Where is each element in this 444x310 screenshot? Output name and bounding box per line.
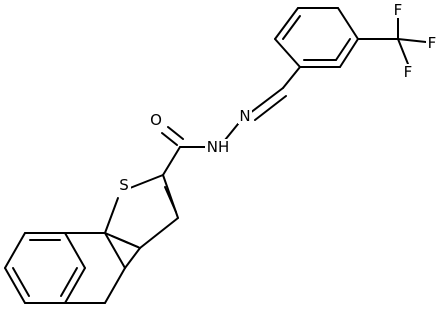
bond-ringB-3 bbox=[104, 267, 126, 304]
bond-layer bbox=[4, 7, 427, 304]
bond-carbonyl-double-b bbox=[167, 126, 184, 140]
bond-n-ch-b bbox=[254, 95, 287, 121]
bond-cf3-f-right bbox=[397, 38, 427, 43]
imine-nitrogen-label: N bbox=[239, 107, 250, 125]
bond-ringA-double-2 bbox=[12, 267, 30, 297]
sulfur-atom: S bbox=[117, 176, 131, 194]
fluorine-bottom-label-bg bbox=[402, 64, 414, 80]
bond-ringA-4 bbox=[64, 267, 86, 304]
bond-ringC-5 bbox=[339, 38, 359, 68]
bond-thiophene-c9b-s bbox=[104, 197, 119, 234]
bond-thiophene-double-1 bbox=[164, 186, 177, 213]
imine-nitrogen-atom: N bbox=[238, 107, 252, 125]
bond-n-ch-a bbox=[249, 87, 284, 114]
atom-label-layer: S O NH N F F F bbox=[117, 1, 438, 194]
oxygen-label-bg bbox=[149, 112, 163, 128]
bond-ringC-1 bbox=[274, 38, 301, 68]
oxygen-label: O bbox=[150, 111, 162, 129]
fluorine-bottom-atom: F bbox=[402, 63, 414, 81]
imine-nitrogen-label-bg bbox=[238, 108, 252, 124]
bond-ringA-2 bbox=[4, 267, 26, 304]
bond-ringA-5 bbox=[64, 232, 86, 269]
amide-nh-label-bg bbox=[205, 139, 231, 155]
fluorine-right-atom: F bbox=[426, 34, 438, 52]
sulfur-label: S bbox=[119, 176, 129, 194]
fluorine-top-atom: F bbox=[392, 1, 404, 19]
bond-thiophene-s-c2 bbox=[129, 174, 164, 189]
oxygen-atom: O bbox=[149, 111, 163, 129]
bond-thiophene-double-2 bbox=[111, 235, 139, 248]
bond-thiophene-c3a-c4 bbox=[124, 247, 141, 269]
bond-c2-carbonyl bbox=[162, 146, 181, 176]
sulfur-label-bg bbox=[117, 177, 131, 193]
fluorine-bottom-label: F bbox=[404, 63, 413, 81]
fluorine-top-label: F bbox=[394, 1, 403, 19]
bond-carbonyl-double-a bbox=[161, 132, 178, 146]
fluorine-right-label-bg bbox=[426, 35, 438, 51]
bond-cf3-f-bottom bbox=[397, 38, 409, 65]
fluorine-right-label: F bbox=[428, 34, 437, 52]
amide-nh-label: NH bbox=[207, 138, 230, 156]
bond-ringA-1 bbox=[4, 232, 26, 269]
fluorine-top-label-bg bbox=[392, 2, 404, 18]
bond-ch-ringC bbox=[282, 66, 301, 89]
amide-nh-atom: NH bbox=[205, 138, 231, 156]
bond-ringC-4 bbox=[337, 7, 359, 40]
bond-ringA-double-3 bbox=[60, 267, 78, 297]
bond-ringC-double-1 bbox=[282, 15, 301, 40]
bond-ringC-2 bbox=[274, 7, 299, 40]
bond-ringC-double-2 bbox=[335, 38, 351, 61]
bond-thiophene-c3-c3a bbox=[139, 217, 179, 249]
bond-ringB-2 bbox=[104, 232, 126, 269]
bond-nh-n bbox=[224, 123, 239, 141]
